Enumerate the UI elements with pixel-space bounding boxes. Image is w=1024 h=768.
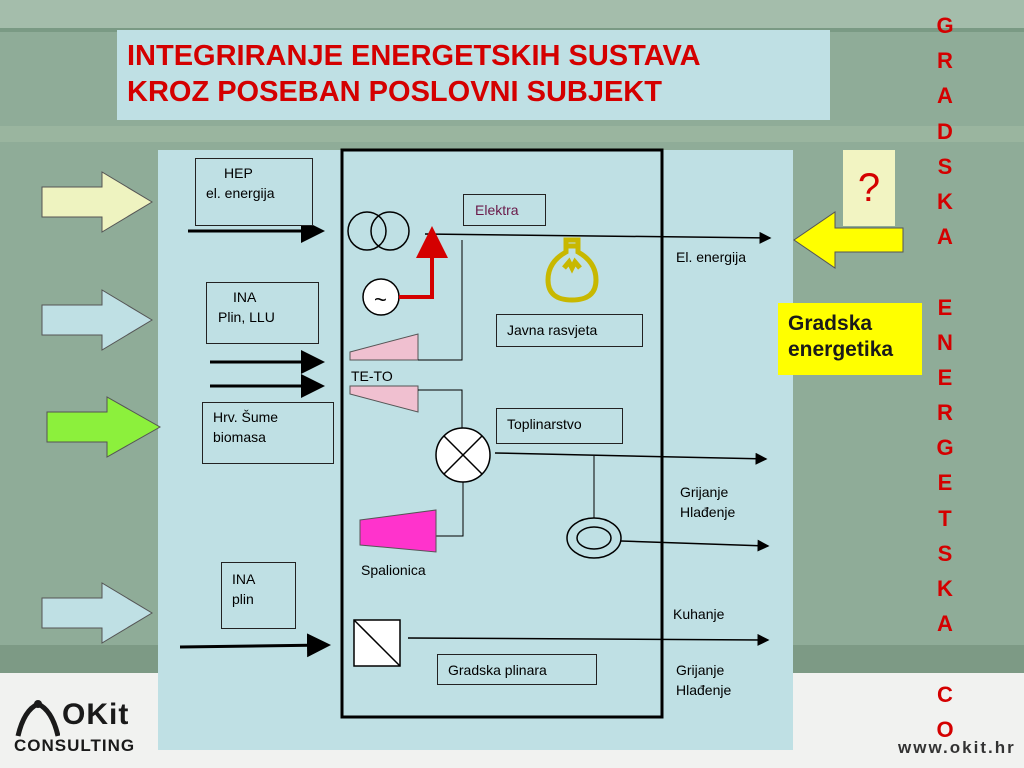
input-arrow-electricity	[41, 171, 153, 233]
grijanje-label-2: Grijanje	[676, 662, 725, 678]
vertical-letter: T	[938, 505, 952, 531]
gas-unit-diagonal-2	[358, 624, 396, 662]
hladenje-label-1: Hlađenje	[680, 504, 736, 520]
vertical-letter: E	[937, 364, 953, 390]
input-arrow-gas-2	[41, 582, 153, 644]
chiller-inner	[576, 526, 612, 550]
logo-name: OKit	[62, 698, 130, 731]
turbine-lower	[349, 385, 419, 413]
el-energija-label: El. energija	[676, 249, 747, 265]
vertical-letter: G	[936, 13, 954, 38]
vertical-letter: S	[937, 540, 953, 566]
logo-mark-icon	[15, 700, 60, 737]
slide-title: INTEGRIRANJE ENERGETSKIH SUSTAVA KROZ PO…	[127, 38, 701, 110]
hrv-sume-line-2: biomasa	[213, 429, 266, 445]
ina-box: INA Plin, LLU	[206, 282, 319, 344]
ina-plin-line-2: plin	[232, 591, 254, 607]
kuhanje-line	[407, 633, 770, 646]
background-band	[0, 126, 1024, 142]
input-arrow-gas	[41, 289, 153, 351]
el-energija-line	[424, 231, 772, 244]
turbine-upper	[349, 333, 419, 361]
kuhanje-label: Kuhanje	[673, 606, 725, 622]
chiller-outer	[566, 517, 622, 559]
gradska-plinara-box: Gradska plinara	[437, 654, 597, 685]
vertical-letter: C	[937, 681, 953, 707]
vertical-letter: E	[937, 294, 953, 320]
grijanje-label-1: Grijanje	[680, 484, 729, 500]
vertical-letter: N	[937, 329, 953, 355]
question-box: ?	[843, 150, 895, 226]
transformer-circle-1	[347, 211, 387, 251]
hep-box: HEP el. energija	[195, 158, 313, 226]
title-line-1: INTEGRIRANJE ENERGETSKIH SUSTAVA	[127, 40, 701, 72]
background-top-stripe	[0, 0, 1024, 28]
grijanje-line	[494, 452, 768, 465]
turbine-to-toplinarstvo-line	[418, 389, 463, 432]
vertical-letter: E	[937, 470, 953, 496]
vertical-letter: A	[937, 224, 953, 250]
website-url: www.okit.hr	[898, 738, 1016, 757]
elektra-label: Elektra	[475, 202, 519, 218]
input-arrow-biomass	[46, 396, 162, 458]
toplinarstvo-label: Toplinarstvo	[507, 416, 582, 432]
hrv-sume-line-1: Hrv. Šume	[213, 409, 279, 425]
vertical-letter: S	[937, 153, 953, 179]
hladenje-line	[620, 539, 770, 552]
vertical-letter: D	[937, 118, 953, 144]
light-bulb-icon	[545, 237, 599, 303]
ina-line-2: Plin, LLU	[218, 309, 275, 325]
title-box: INTEGRIRANJE ENERGETSKIH SUSTAVA KROZ PO…	[117, 30, 830, 120]
javna-rasvjeta-box: Javna rasvjeta	[496, 314, 643, 347]
heat-exchanger-x-2	[443, 435, 483, 475]
okit-logo: OKit CONSULTING	[14, 698, 154, 758]
elektra-box: Elektra	[463, 194, 546, 226]
ina-plin-line-1: INA	[232, 571, 256, 587]
ina-plin-arrow	[179, 633, 331, 658]
te-to-label: TE-TO	[351, 368, 393, 384]
hladenje-label-2: Hlađenje	[676, 682, 732, 698]
exchanger-to-spalionica-line	[436, 482, 464, 537]
vertical-letter	[928, 254, 962, 289]
spalionica-shape	[359, 509, 437, 553]
logo-subtitle: CONSULTING	[14, 736, 136, 755]
vertical-letter: K	[937, 576, 953, 601]
vertical-letter: O	[936, 716, 954, 742]
generator-symbol: ~	[374, 287, 387, 312]
spalionica-label: Spalionica	[361, 562, 426, 578]
vertical-letter: R	[937, 400, 953, 426]
enterprise-boundary	[340, 148, 664, 719]
vertical-letter	[928, 641, 962, 676]
hep-line-2: el. energija	[206, 185, 275, 201]
vertical-letter: G	[936, 435, 954, 461]
gradska-energetika-box: Gradska energetika	[778, 303, 922, 375]
hep-line-1: HEP	[224, 165, 253, 181]
hrv-sume-box: Hrv. Šume biomasa	[202, 402, 334, 464]
generator-red-link	[399, 226, 448, 299]
turbine-to-elektra-line	[418, 240, 463, 361]
javna-rasvjeta-label: Javna rasvjeta	[507, 322, 598, 338]
transformer-circle-2	[370, 211, 410, 251]
vertical-letter: A	[937, 83, 953, 109]
vertical-title: G R A D S K A E N E R G E T S K A C O	[928, 8, 962, 747]
vertical-letter: K	[937, 188, 953, 214]
vertical-letter: A	[937, 611, 953, 637]
gradska-energetika-line-2: energetika	[788, 338, 894, 361]
vertical-letter: R	[937, 48, 953, 74]
ina-line-1: INA	[233, 289, 257, 305]
incoming-arrow-gradska	[793, 211, 904, 269]
ina-plin-box: INA plin	[221, 562, 296, 629]
toplinarstvo-box: Toplinarstvo	[496, 408, 623, 444]
gradska-plinara-label: Gradska plinara	[448, 662, 547, 678]
title-line-2: KROZ POSEBAN POSLOVNI SUBJEKT	[127, 76, 662, 108]
gradska-energetika-line-1: Gradska	[788, 312, 873, 335]
